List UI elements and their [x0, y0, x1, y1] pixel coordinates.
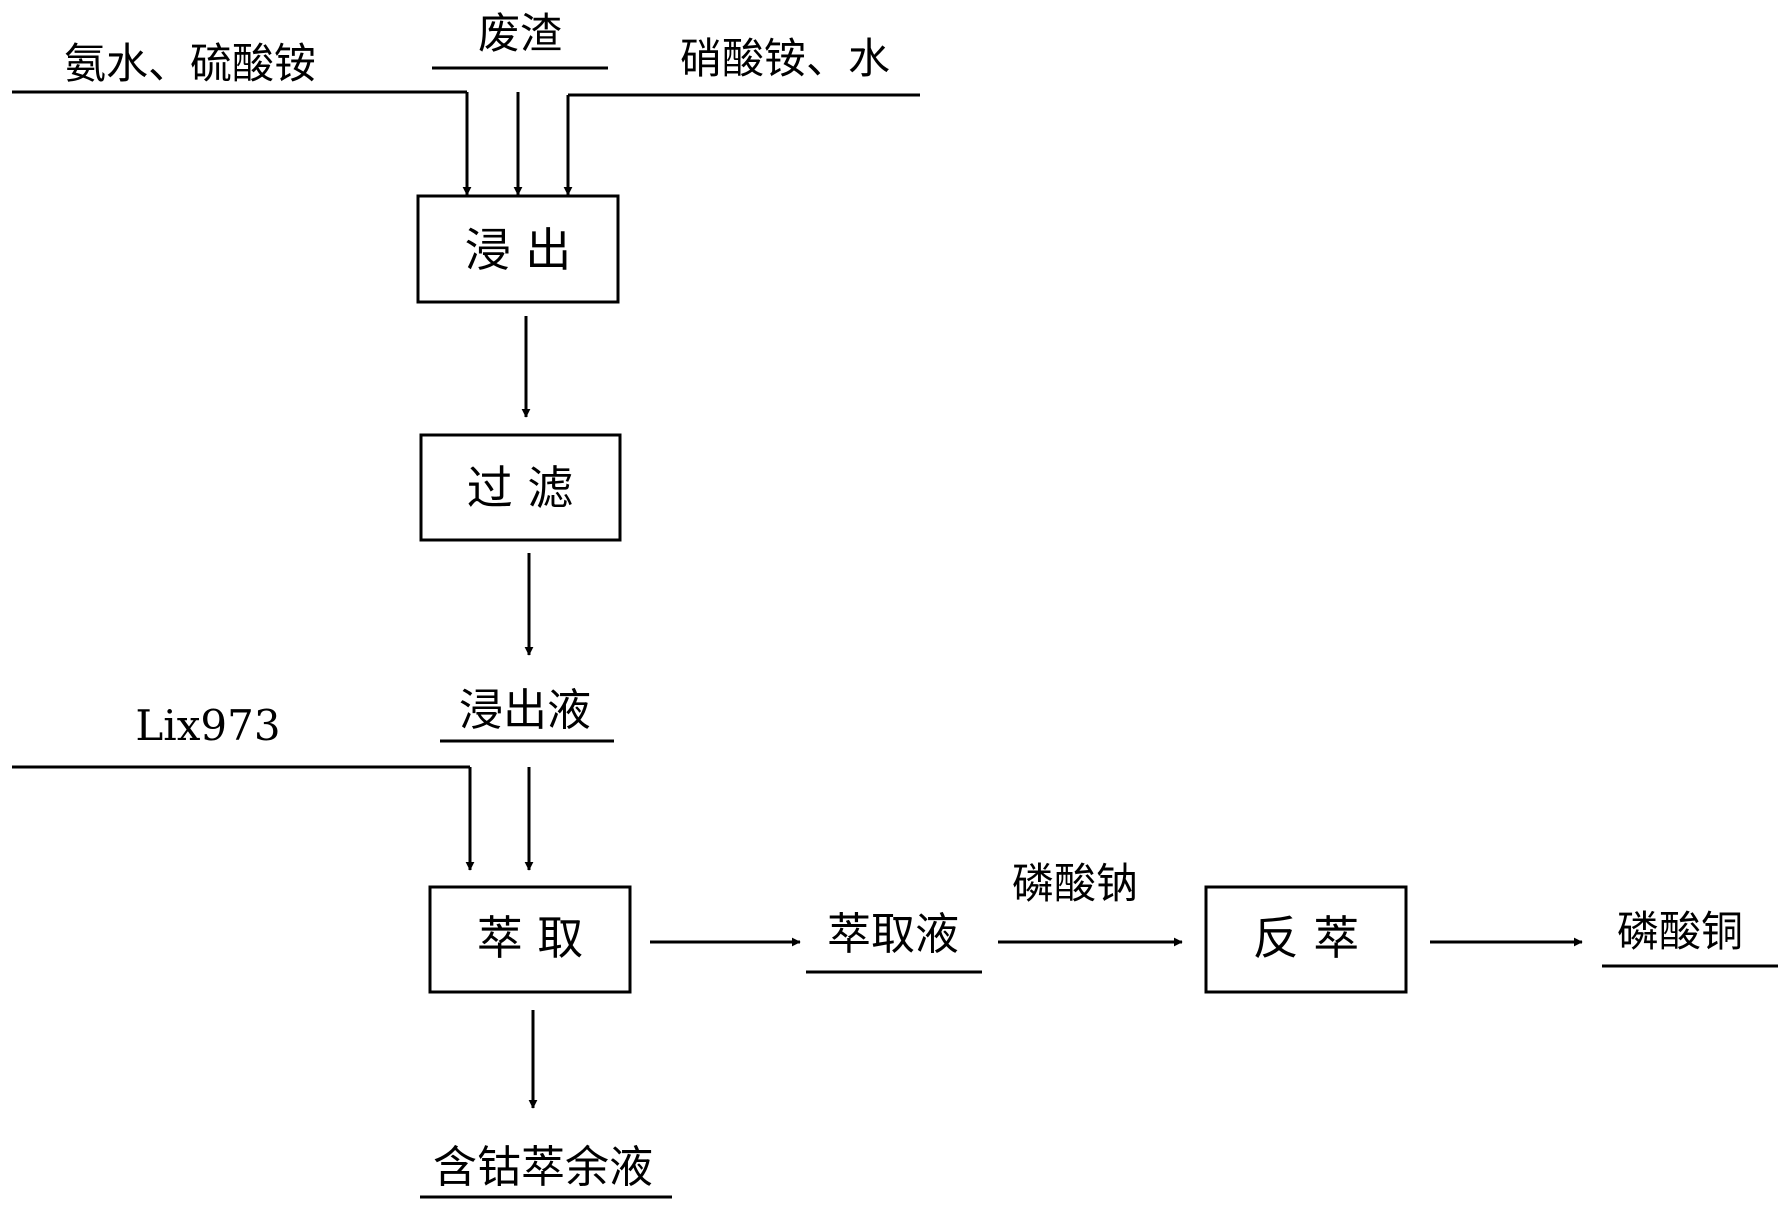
extractant-label: Lix973 — [135, 701, 280, 750]
step-filter-box — [419, 433, 622, 542]
step-extract-label: 萃 取 — [477, 911, 584, 965]
step-filter-label: 过 滤 — [467, 461, 574, 515]
step-extract-box — [428, 885, 632, 994]
step-leach-label: 浸 出 — [465, 223, 572, 277]
step-strip-box — [1204, 885, 1408, 994]
input-waste-residue-label: 废渣 — [478, 9, 562, 58]
raffinate-label: 含钴萃余液 — [433, 1142, 653, 1193]
input-ammonia-sulfate-label: 氨水、硫酸铵 — [64, 39, 316, 88]
leachate-label: 浸出液 — [459, 685, 591, 736]
input-nitrate-water-label: 硝酸铵、水 — [680, 34, 890, 83]
step-leach-box — [416, 194, 620, 304]
loaded-organic-label: 萃取液 — [827, 909, 959, 960]
step-strip-label: 反 萃 — [1253, 911, 1360, 965]
product-label: 磷酸铜 — [1617, 907, 1743, 956]
sodium-phosphate-label: 磷酸钠 — [1012, 859, 1138, 908]
